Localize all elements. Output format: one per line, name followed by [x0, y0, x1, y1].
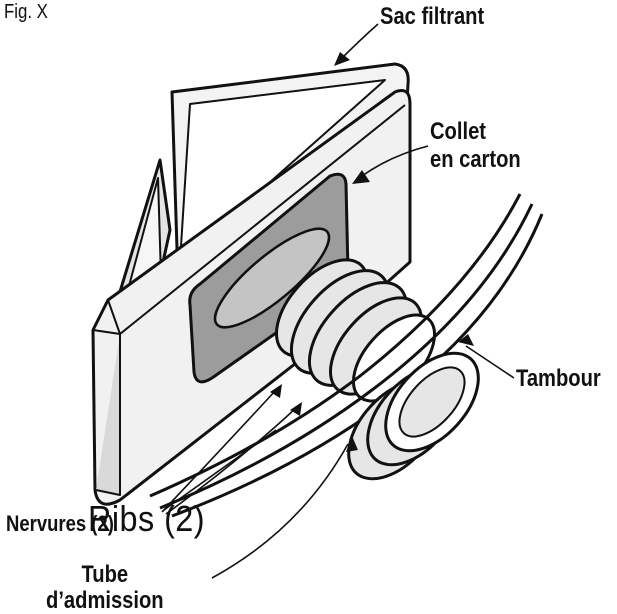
cardboard-collar: [188, 172, 350, 384]
label-collet-en-carton: Collet en carton: [430, 118, 521, 174]
leader-nervures-2: [165, 407, 297, 515]
label-collet-line1: Collet: [430, 118, 487, 145]
label-ribs-overlay: Ribs (2): [88, 498, 206, 539]
label-tambour: Tambour: [516, 365, 601, 392]
label-sac-filtrant: Sac filtrant: [380, 3, 485, 30]
arrowhead-nervures-1: [270, 384, 282, 398]
arrowhead-sac: [334, 52, 350, 66]
arrowhead-tambour: [458, 334, 474, 346]
arrowhead-tube: [346, 436, 358, 452]
label-tube-line2: d’admission: [46, 587, 164, 614]
label-collet-line2: en carton: [430, 146, 521, 173]
leader-tube: [211, 443, 349, 579]
leader-nervures-1: [161, 389, 277, 513]
label-nervures: Nervures (2): [6, 511, 114, 536]
leader-collet: [361, 145, 429, 177]
leader-sac-filtrant: [339, 23, 379, 61]
leader-tambour: [465, 345, 515, 379]
inlet-tube-lower: [347, 351, 480, 481]
figure-label: Fig. X: [4, 1, 48, 23]
inlet-tube-upper: [274, 258, 437, 403]
arrowheads: [270, 52, 474, 452]
label-tube-d-admission: Tube d’admission: [46, 562, 164, 614]
arrowhead-collet: [352, 170, 370, 184]
label-tube-line1: Tube: [81, 561, 129, 588]
arrowhead-nervures-2: [290, 402, 302, 416]
leader-nervures-3: [163, 429, 277, 511]
